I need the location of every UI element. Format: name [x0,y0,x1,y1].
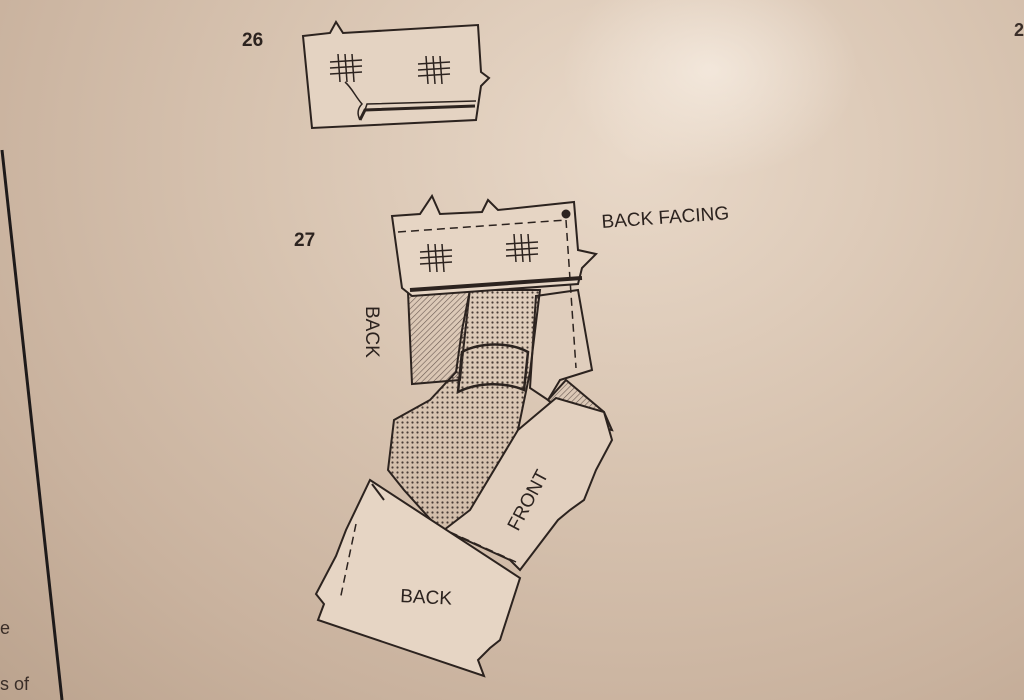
placement-mark-right [417,55,451,85]
label-back-facing: BACK FACING [601,203,730,233]
left-column-text-fragment-2: s of [0,674,30,694]
step-27-assembly [314,193,614,678]
label-back-upper: BACK [361,306,382,358]
column-divider-line [0,149,64,700]
facing-placement-mark-right [505,233,539,263]
step-26-facing-piece [301,20,491,130]
light-glare [560,0,860,180]
placement-mark-left [329,53,363,83]
label-back-lower: BACK [400,586,453,610]
facing-placement-mark-left [419,243,453,273]
left-column-text-fragment-1: e [0,618,11,638]
top-right-text-fragment: 2 [1014,20,1024,40]
step-number-27: 27 [294,230,316,251]
step-number-26: 26 [242,30,264,51]
